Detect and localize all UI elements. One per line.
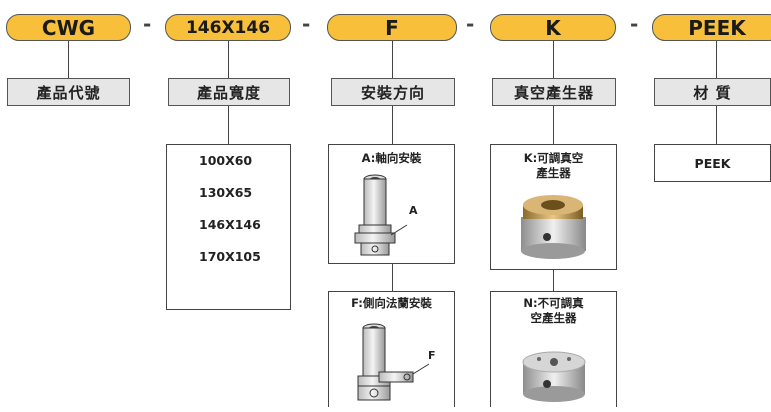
connector: [553, 41, 554, 78]
connector: [392, 41, 393, 78]
install-a-callout: A: [409, 204, 418, 217]
code-text: 146X146: [185, 17, 271, 38]
connector: [716, 41, 717, 78]
vacuum-n-title: N:不可調真空產生器: [523, 296, 584, 325]
code-text: CWG: [41, 15, 96, 40]
vacuum-option-n: N:不可調真空產生器: [490, 291, 617, 407]
separator: -: [143, 12, 152, 36]
connector: [68, 41, 69, 78]
code-pill-width: 146X146: [165, 14, 291, 41]
adjustable-vacuum-generator-image: [521, 195, 586, 259]
vacuum-k-title: K:可調真空產生器: [523, 151, 584, 180]
install-option-a: A:軸向安裝 A: [328, 144, 455, 264]
install-option-f: F:側向法蘭安裝 F: [328, 291, 455, 407]
install-f-callout: F: [428, 349, 436, 362]
separator: -: [466, 12, 475, 36]
material-value: PEEK: [694, 156, 731, 171]
material-box: PEEK: [654, 144, 771, 182]
label-width: 產品寬度: [168, 78, 290, 106]
connector: [553, 106, 554, 144]
code-text: K: [545, 15, 561, 40]
width-options-box: 100X60 130X65 146X146 170X105: [166, 144, 291, 310]
connector: [553, 270, 554, 291]
vacuum-option-k: K:可調真空產生器: [490, 144, 617, 270]
separator: -: [630, 12, 639, 36]
width-option: 130X65: [199, 185, 253, 200]
connector: [392, 106, 393, 144]
separator: -: [302, 12, 311, 36]
label-material: 材 質: [654, 78, 771, 106]
code-text: F: [385, 15, 399, 40]
width-option: 170X105: [199, 249, 261, 264]
flange-mount-image: [357, 323, 430, 401]
fixed-vacuum-generator-image: [522, 351, 586, 402]
connector: [716, 106, 717, 144]
label-vacuum-generator: 真空產生器: [492, 78, 616, 106]
label-install-direction: 安裝方向: [331, 78, 455, 106]
width-option: 146X146: [199, 217, 261, 232]
connector: [228, 41, 229, 78]
axial-mount-image: [354, 174, 408, 256]
code-pill-vacuum: K: [490, 14, 616, 41]
install-a-title: A:軸向安裝: [361, 151, 422, 165]
connector: [228, 106, 229, 144]
connector: [392, 264, 393, 291]
code-text: PEEK: [688, 15, 746, 40]
code-pill-cwg: CWG: [6, 14, 131, 41]
label-product-code: 產品代號: [7, 78, 130, 106]
install-f-title: F:側向法蘭安裝: [351, 296, 432, 310]
code-pill-material: PEEK: [652, 14, 771, 41]
width-option: 100X60: [199, 153, 253, 168]
code-pill-install: F: [327, 14, 457, 41]
